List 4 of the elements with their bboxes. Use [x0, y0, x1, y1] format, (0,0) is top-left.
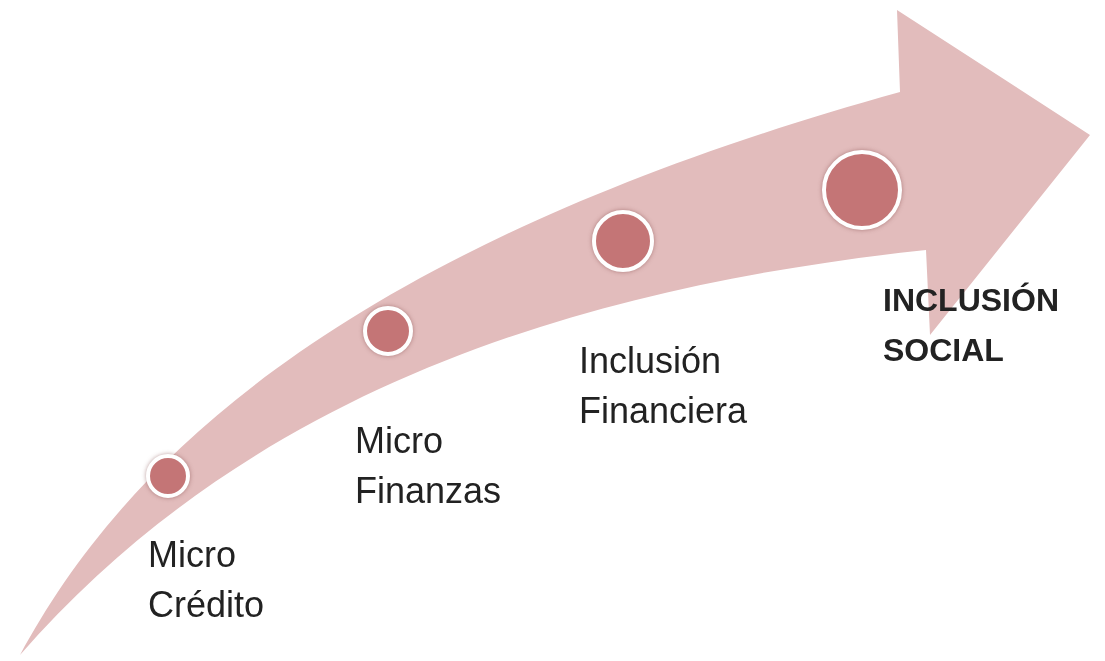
stage-label: Micro Finanzas — [355, 419, 503, 513]
goal-label: INCLUSIÓN SOCIAL — [883, 281, 1060, 370]
stage-label: Micro Crédito — [148, 533, 266, 627]
stage-label: Inclusión Financiera — [579, 339, 749, 433]
